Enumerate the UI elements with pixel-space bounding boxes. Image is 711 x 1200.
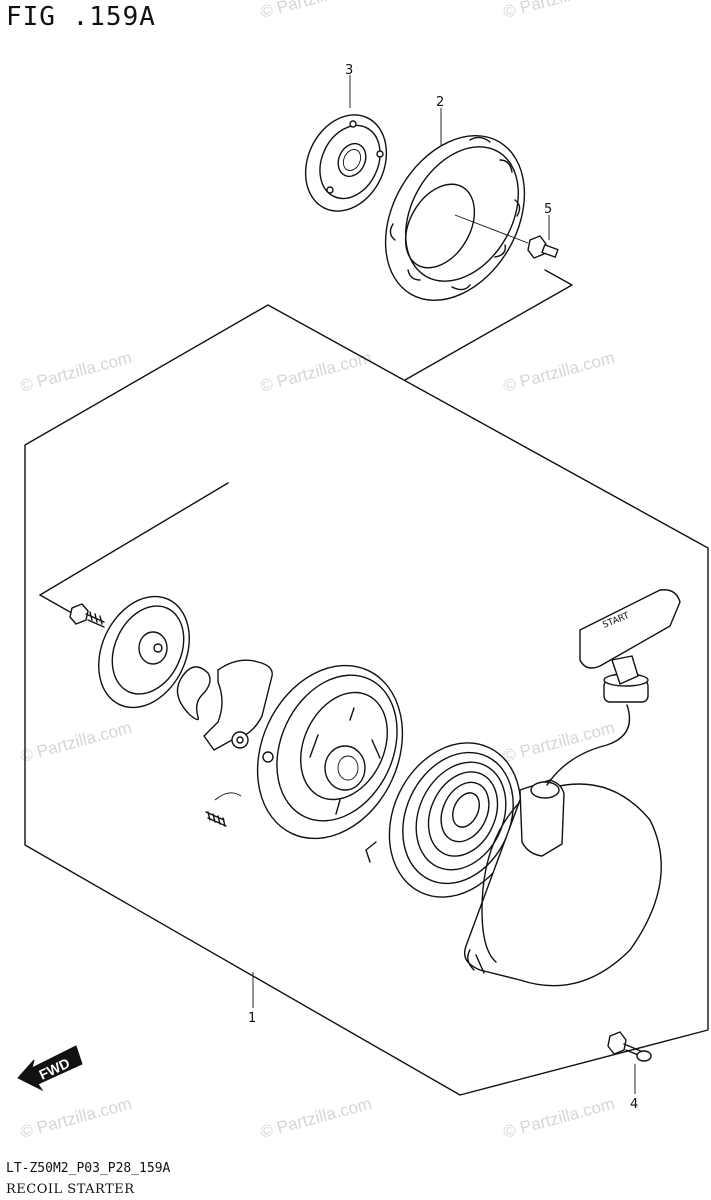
section-name: RECOIL STARTER [6, 1182, 135, 1197]
starter-case[interactable] [463, 779, 662, 987]
watermark: © Partzilla.com [258, 348, 374, 396]
callout-4: 4 [630, 1097, 638, 1112]
starter-handle[interactable]: START [579, 589, 681, 685]
watermark: © Partzilla.com [501, 718, 617, 766]
assembly-inner-edge [39, 482, 229, 596]
callout-5: 5 [544, 202, 552, 217]
callout-3: 3 [345, 63, 353, 78]
figure-title: FIG .159A [6, 2, 156, 32]
part-4-bolt[interactable] [607, 1031, 652, 1062]
friction-spring[interactable] [176, 666, 211, 721]
watermark: © Partzilla.com [501, 0, 617, 22]
watermark: © Partzilla.com [501, 348, 617, 396]
cover-plate[interactable] [81, 582, 206, 723]
callout-1: 1 [248, 1011, 256, 1026]
leader-line [404, 269, 573, 381]
assembly-outline [24, 304, 709, 1096]
rope-reel[interactable] [230, 642, 429, 863]
screw-small[interactable] [69, 603, 105, 628]
model-code: LT-Z50M2_P03_P28_159A [6, 1161, 171, 1176]
fwd-label: FWD [37, 1055, 73, 1083]
watermark: © Partzilla.com [18, 718, 134, 766]
watermark: © Partzilla.com [18, 1094, 134, 1142]
watermark: © Partzilla.com [18, 348, 134, 396]
watermark: © Partzilla.com [258, 1094, 374, 1142]
watermark: © Partzilla.com [258, 0, 374, 22]
part-3-flange[interactable] [290, 102, 401, 225]
starter-rope[interactable] [546, 704, 631, 786]
part-5-bolt[interactable] [527, 235, 559, 259]
part-2-starter-cup[interactable] [357, 111, 552, 325]
ratchet-spring[interactable] [205, 792, 242, 827]
fwd-arrow-icon: FWD [17, 1045, 83, 1092]
assembly-inner-edge [39, 594, 71, 613]
ratchet-guide[interactable] [203, 659, 273, 751]
watermark: © Partzilla.com [501, 1094, 617, 1142]
callout-2: 2 [436, 95, 444, 110]
